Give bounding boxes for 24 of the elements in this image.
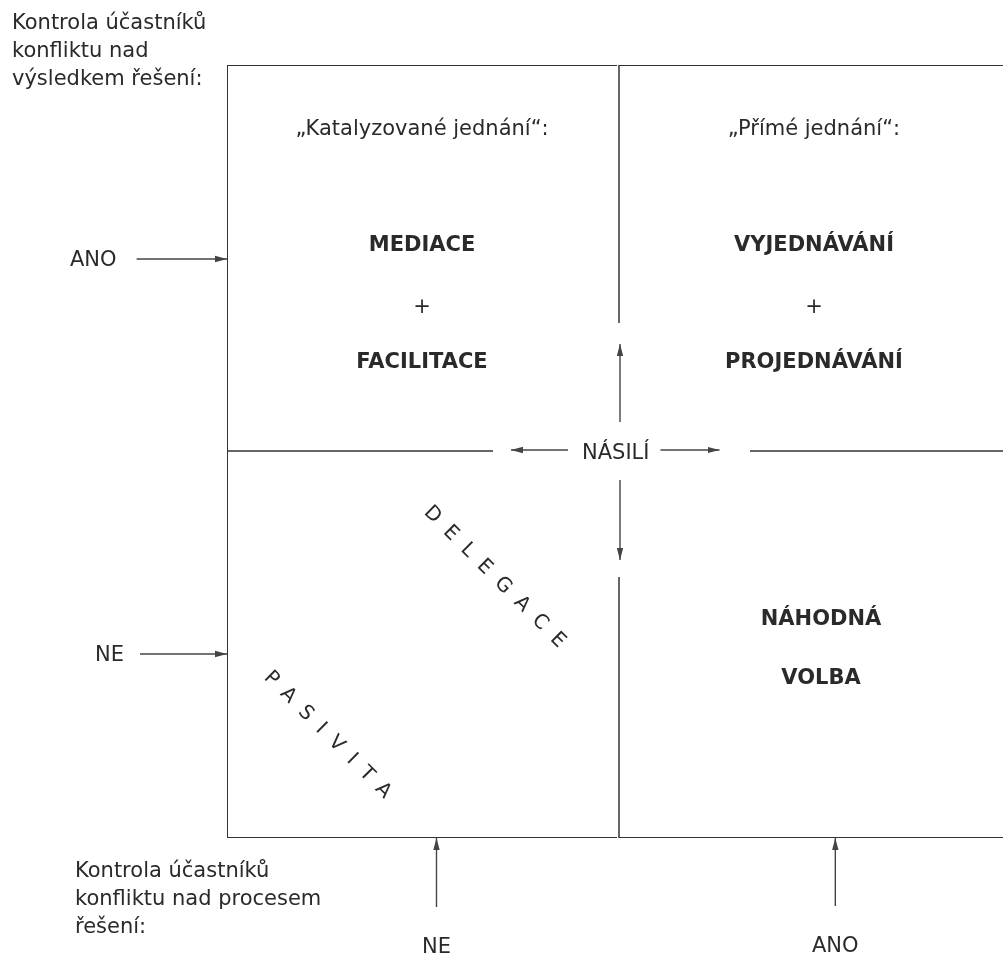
- axis-heading: Kontrola účastníků konfliktu nad výsledkem řešení:: [12, 9, 208, 92]
- plus-sign: +: [413, 294, 431, 318]
- strategy-label: FACILITACE: [356, 349, 488, 373]
- axis-value: NE: [422, 933, 451, 958]
- arrow: [659, 446, 721, 454]
- arrow: [139, 650, 228, 658]
- arrow: [832, 837, 839, 907]
- arrow: [616, 479, 624, 561]
- strategy-label: VYJEDNÁVÁNÍ: [734, 232, 894, 256]
- axis-value: ANO: [70, 246, 117, 273]
- quadrant-heading: „Přímé jednání“:: [727, 116, 901, 140]
- arrow: [616, 343, 624, 423]
- axis-heading: Kontrola účastníků konfliktu nad procesem řešení:: [75, 857, 323, 940]
- axis-value: ANO: [812, 932, 859, 958]
- plus-sign: +: [805, 294, 823, 318]
- quadrant-heading: „Katalyzované jednání“:: [295, 116, 549, 140]
- strategy-label: MEDIACE: [368, 232, 476, 256]
- axis-value: NÁSILÍ: [582, 438, 650, 466]
- arrow: [510, 446, 569, 454]
- arrow: [135, 255, 228, 263]
- strategy-label: NÁHODNÁ VOLBA: [760, 604, 882, 691]
- arrow: [433, 837, 440, 908]
- axis-value: NE: [95, 641, 124, 668]
- strategy-label: PROJEDNÁVÁNÍ: [725, 349, 903, 373]
